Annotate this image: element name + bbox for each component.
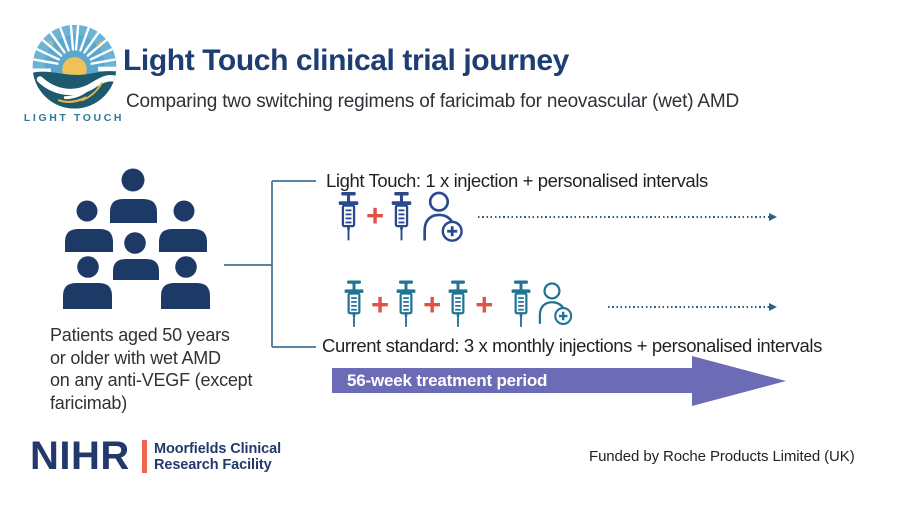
patient-group-icon xyxy=(61,167,212,311)
personalised-patient-icon xyxy=(423,191,464,242)
current-standard-arm-label: Current standard: 3 x monthly injections… xyxy=(322,335,822,356)
light-touch-dotted-arrow xyxy=(478,212,777,221)
page-subtitle: Comparing two switching regimens of fari… xyxy=(126,91,740,112)
syringe-icon xyxy=(447,280,469,328)
light-touch-logo-icon xyxy=(32,24,117,109)
syringe-icon xyxy=(337,191,360,242)
current-standard-dotted-arrow xyxy=(608,302,777,311)
current-standard-arm-icons: + + + xyxy=(342,280,574,328)
light-touch-arm-icons: + xyxy=(336,191,465,242)
syringe-icon xyxy=(510,280,532,328)
treatment-period-arrow: 56-week treatment period xyxy=(330,353,788,409)
nihr-divider-bar xyxy=(142,440,147,473)
syringe-icon xyxy=(343,280,365,328)
syringe-icon xyxy=(390,191,413,242)
funding-credit: Funded by Roche Products Limited (UK) xyxy=(589,448,855,465)
plus-separator: + xyxy=(423,287,442,322)
block-arrow-right-icon xyxy=(332,356,786,406)
plus-separator: + xyxy=(371,287,390,322)
treatment-period-label: 56-week treatment period xyxy=(347,371,548,390)
patient-population-description: Patients aged 50 years or older with wet… xyxy=(50,325,253,413)
nihr-organisation-name: Moorfields Clinical Research Facility xyxy=(154,441,282,473)
page-title: Light Touch clinical trial journey xyxy=(123,44,569,77)
syringe-icon xyxy=(395,280,417,328)
logo-caption: LIGHT TOUCH xyxy=(23,112,125,124)
plus-separator: + xyxy=(475,287,494,322)
light-touch-arm-label: Light Touch: 1 x injection + personalise… xyxy=(326,170,708,191)
personalised-patient-icon xyxy=(539,282,573,326)
nihr-wordmark: NIHR xyxy=(30,434,130,478)
plus-separator: + xyxy=(366,198,385,233)
